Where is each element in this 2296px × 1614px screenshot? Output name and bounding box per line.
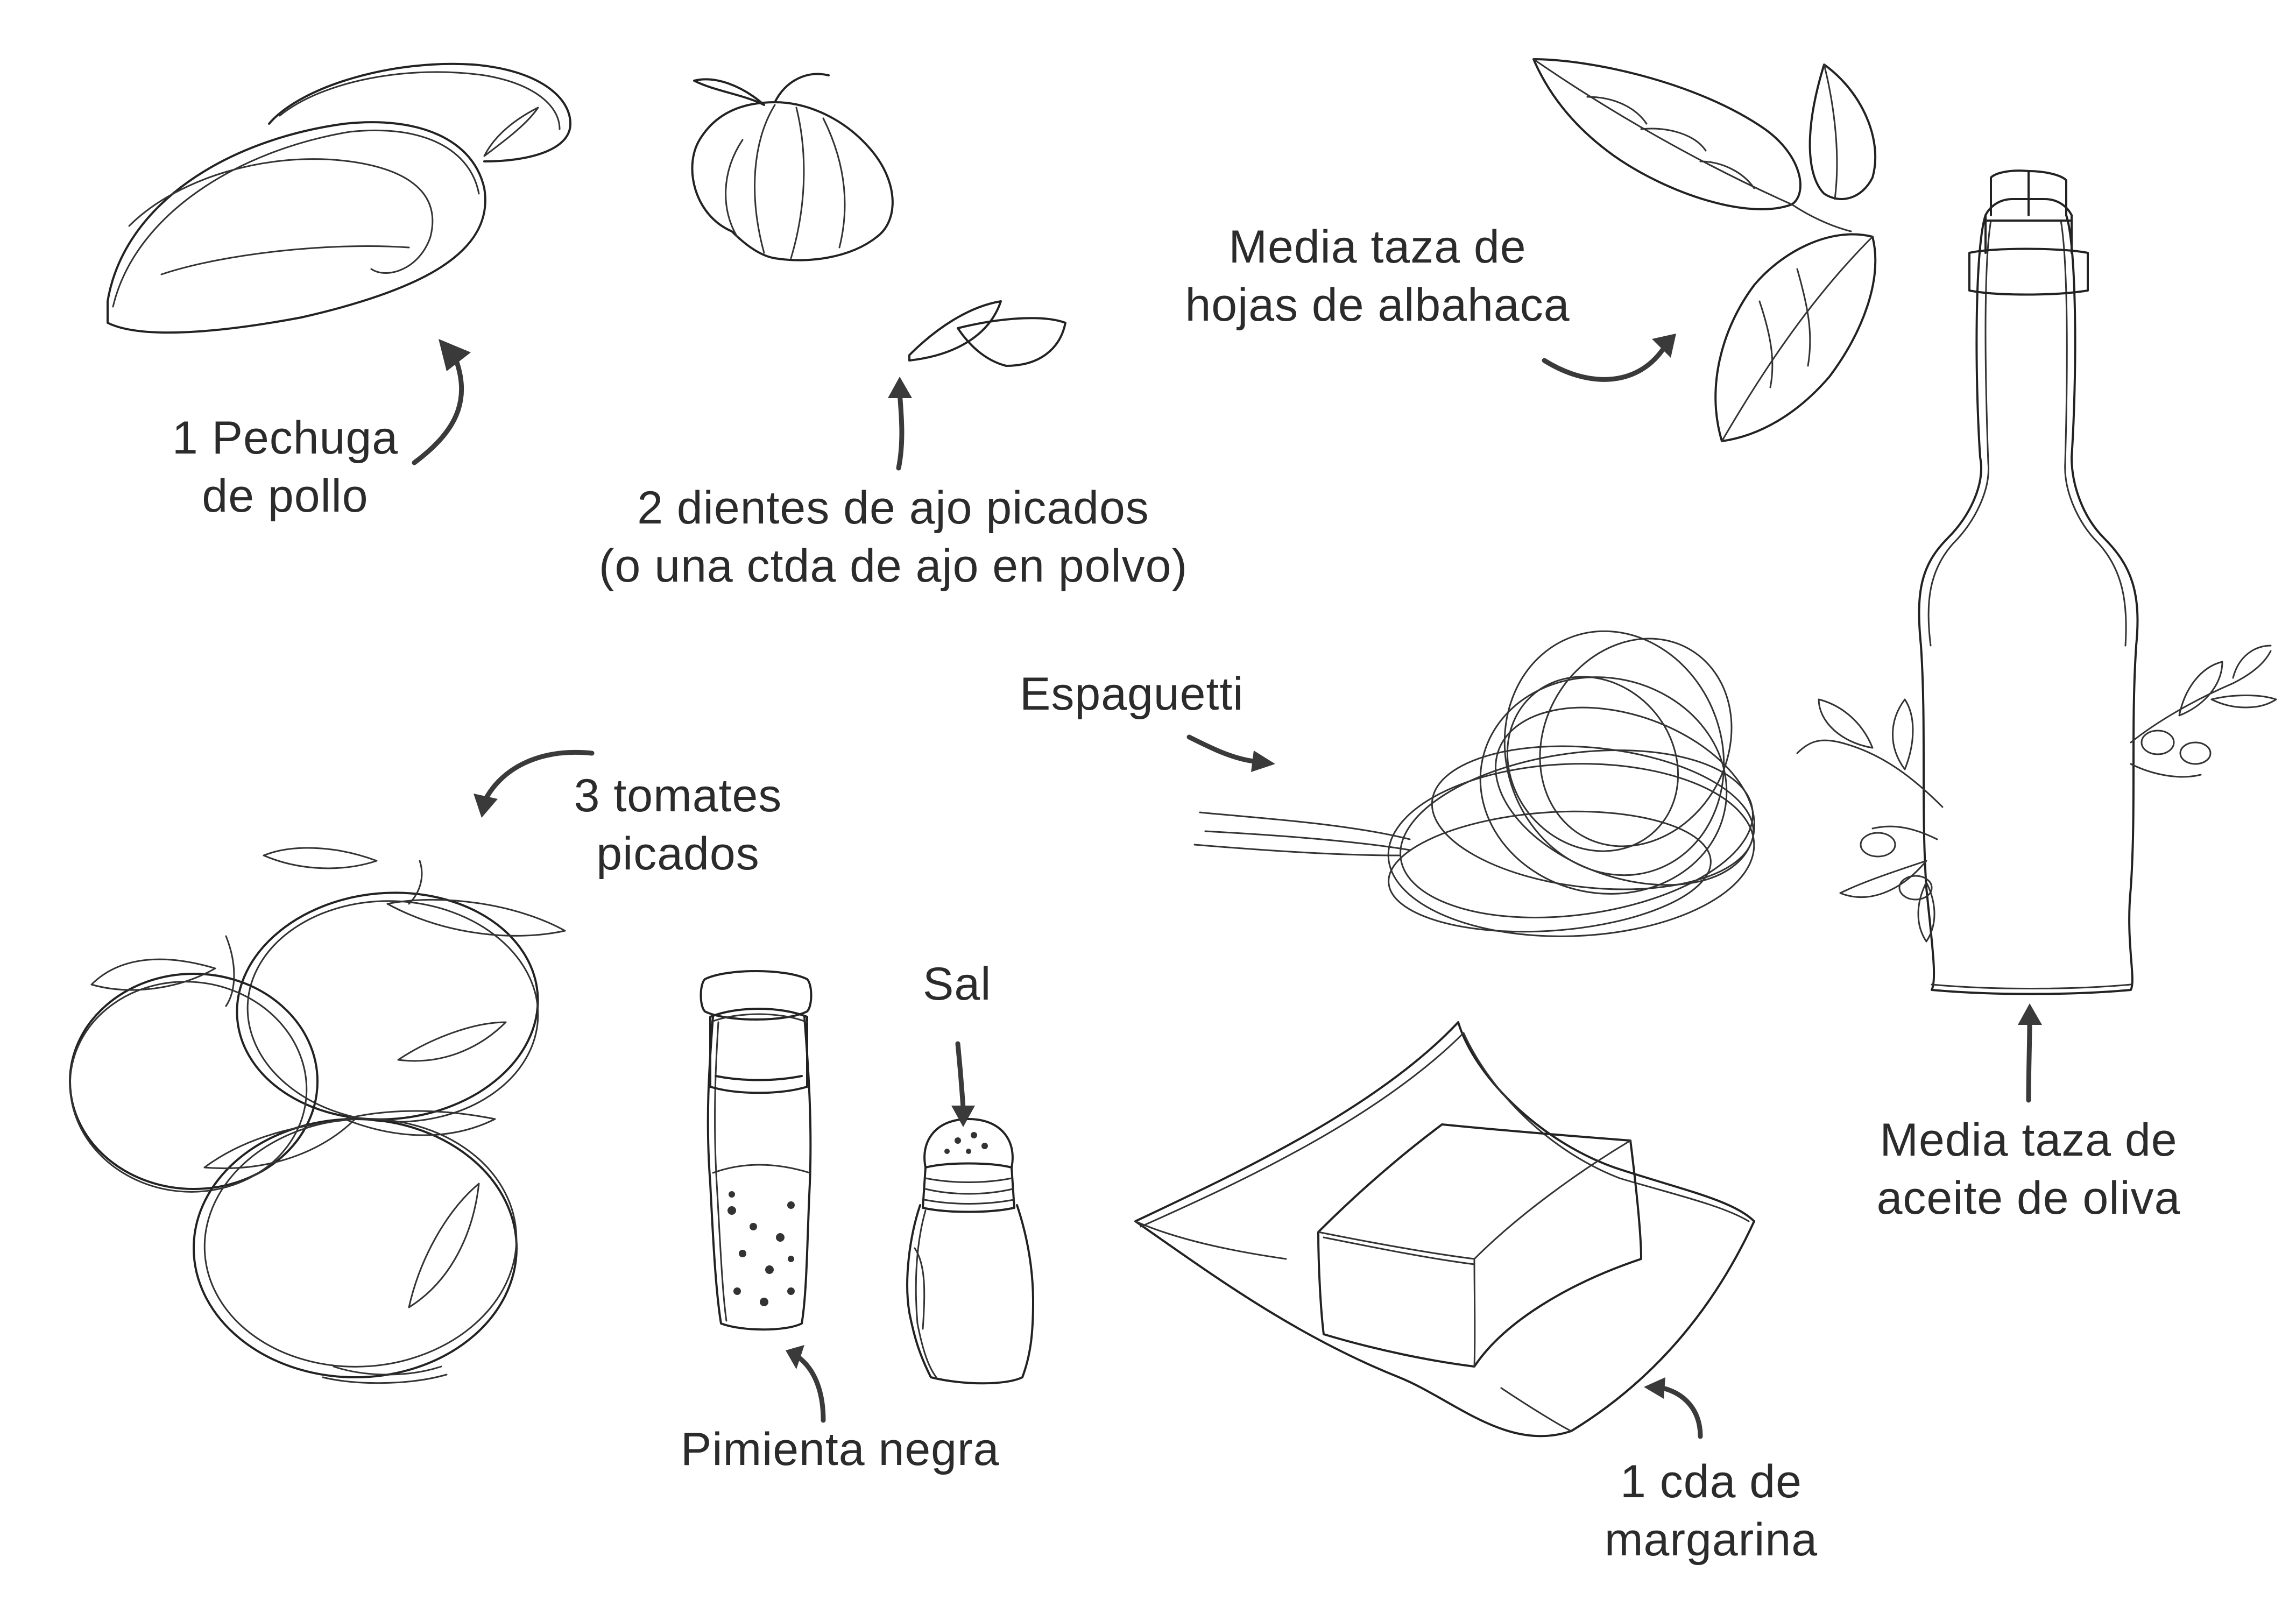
chicken-breast-icon: [107, 62, 571, 334]
label-pepper-text: Pimienta negra: [681, 1424, 1000, 1475]
spaghetti-icon: [1193, 630, 1755, 937]
arrow-margarine: [1644, 1377, 1703, 1439]
label-salt-text: Sal: [923, 958, 992, 1010]
arrow-basil: [1542, 334, 1676, 382]
label-chicken-line1: 1 Pechuga: [172, 412, 399, 464]
label-tomatoes: 3 tomates picados: [527, 767, 829, 883]
salt-shaker-icon: [906, 1118, 1034, 1385]
label-garlic: 2 dientes de ajo picados (o una ctda de …: [538, 479, 1248, 595]
basil-leaves-icon: [1532, 58, 1877, 442]
label-garlic-line2: (o una ctda de ajo en polvo): [598, 540, 1188, 592]
arrow-salt: [951, 1041, 975, 1127]
label-basil-line1: Media taza de: [1228, 221, 1527, 273]
olive-oil-bottle-icon: [1796, 169, 2277, 995]
arrow-tomatoes: [474, 750, 595, 818]
label-margarine-line2: margarina: [1604, 1514, 1818, 1566]
label-margarine-line1: 1 cda de: [1620, 1456, 1802, 1507]
arrow-espaguetti: [1186, 734, 1275, 772]
label-margarine: 1 cda de margarina: [1560, 1453, 1862, 1569]
label-chicken: 1 Pechuga de pollo: [135, 409, 436, 525]
label-tomatoes-line2: picados: [596, 828, 760, 880]
label-basil-line2: hojas de albahaca: [1185, 279, 1570, 331]
arrow-olive-oil: [2018, 1003, 2042, 1103]
label-espaguetti: Espaguetti: [1020, 665, 1244, 723]
label-pepper: Pimienta negra: [681, 1420, 999, 1478]
label-garlic-line1: 2 dientes de ajo picados: [637, 482, 1149, 534]
arrow-chicken: [412, 339, 471, 465]
label-chicken-line2: de pollo: [202, 470, 369, 522]
label-olive-oil: Media taza de aceite de oliva: [1819, 1111, 2238, 1227]
garlic-icon: [691, 73, 1066, 367]
pepper-mill-icon: [700, 970, 813, 1331]
label-basil: Media taza de hojas de albahaca: [1173, 218, 1582, 334]
margarine-icon: [1134, 1021, 1755, 1438]
tomatoes-icon: [69, 847, 566, 1384]
label-tomatoes-line1: 3 tomates: [574, 770, 782, 822]
label-olive-oil-line2: aceite de oliva: [1876, 1172, 2181, 1224]
arrow-garlic: [888, 377, 912, 471]
label-salt: Sal: [923, 955, 991, 1013]
label-espaguetti-text: Espaguetti: [1020, 668, 1244, 720]
label-olive-oil-line1: Media taza de: [1880, 1114, 2178, 1166]
arrow-pepper: [786, 1345, 826, 1423]
